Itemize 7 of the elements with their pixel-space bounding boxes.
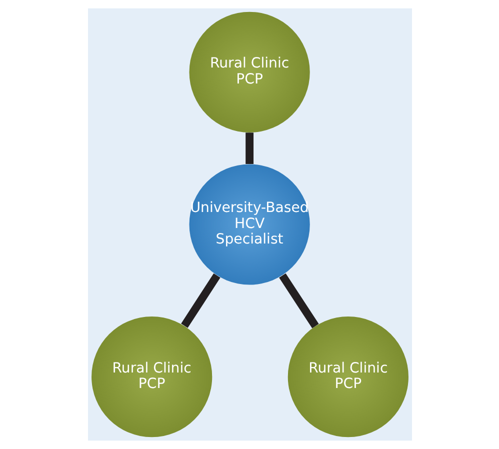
connector xyxy=(245,132,254,164)
connector xyxy=(180,273,220,328)
node-circle: University-Based HCV Specialist xyxy=(188,164,310,285)
node-circle: Rural Clinic PCP xyxy=(188,12,310,132)
node-circle: Rural Clinic PCP xyxy=(287,316,408,438)
node-circle: Rural Clinic PCP xyxy=(91,316,212,438)
connector xyxy=(278,273,318,328)
